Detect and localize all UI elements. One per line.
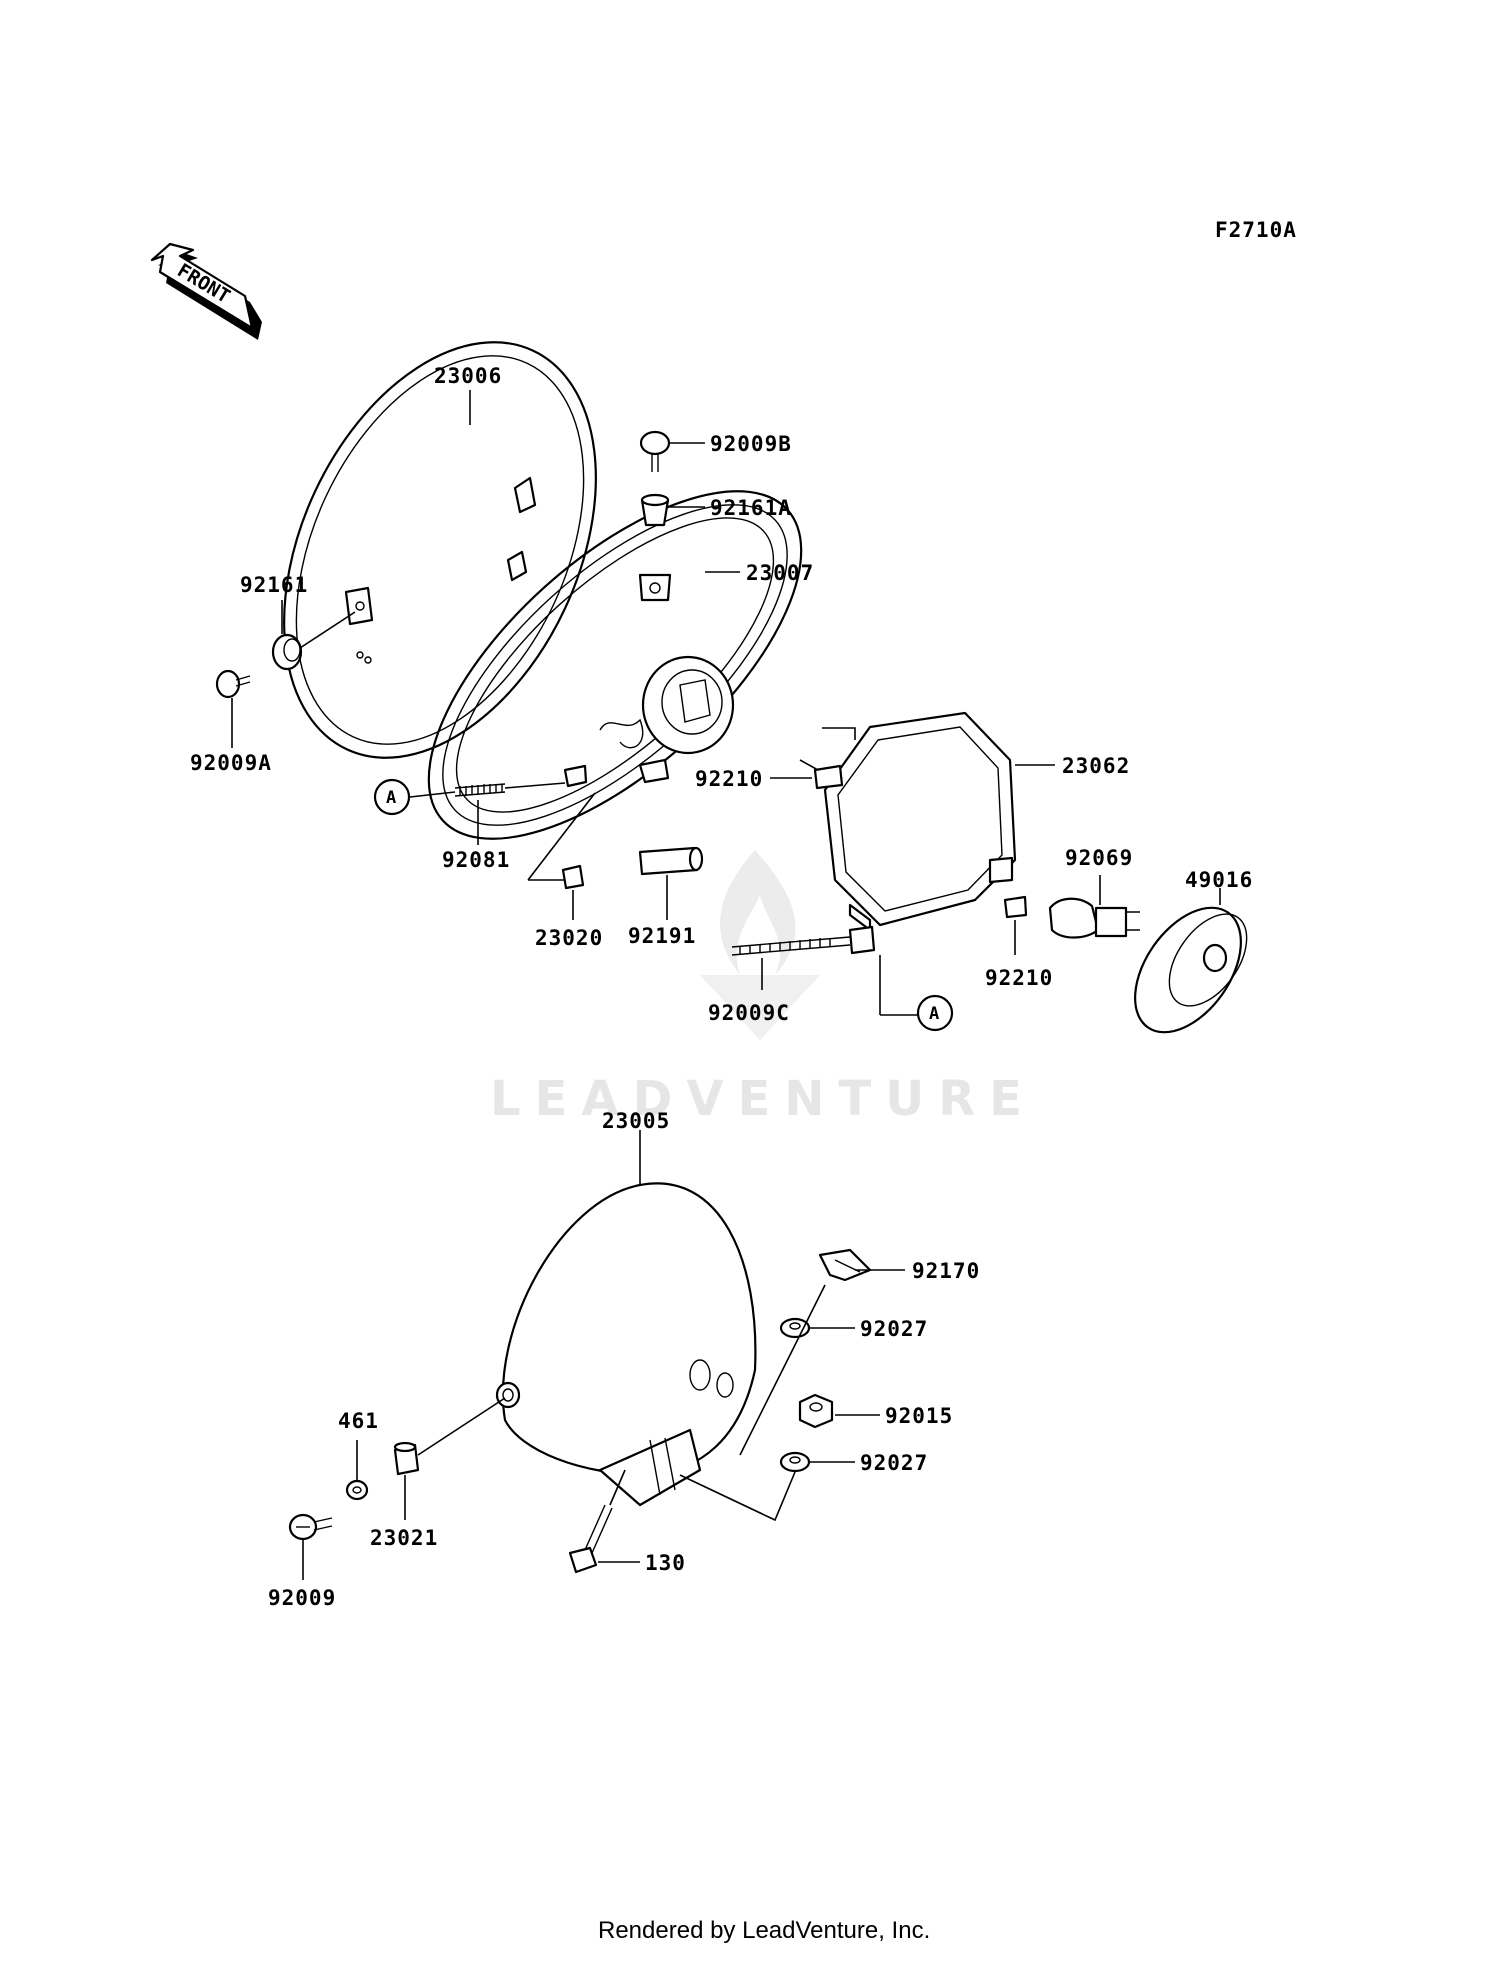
part-label-23006: 23006 xyxy=(434,364,502,388)
adjust-screw-92081 xyxy=(454,783,506,797)
screw-92009a xyxy=(215,669,251,699)
part-label-92161a: 92161A xyxy=(710,496,792,520)
part-label-92069: 92069 xyxy=(1065,846,1133,870)
part-label-92027-lower: 92027 xyxy=(860,1451,928,1475)
part-label-92015: 92015 xyxy=(885,1404,953,1428)
part-label-23007: 23007 xyxy=(746,561,814,585)
headlight-unit xyxy=(427,490,803,840)
part-label-92009c: 92009C xyxy=(708,1001,790,1025)
washer-92027-upper xyxy=(779,1317,811,1339)
marker-a-left-label: A xyxy=(386,788,396,808)
part-label-23021: 23021 xyxy=(370,1526,438,1550)
headlight-bracket xyxy=(823,711,1017,932)
part-label-92210-upper: 92210 xyxy=(695,767,763,791)
marker-a-right-label: A xyxy=(929,1004,939,1024)
bracket-clip-92170 xyxy=(818,1248,872,1282)
part-label-461: 461 xyxy=(338,1409,379,1433)
bolt-130 xyxy=(568,1504,613,1574)
grommet-92161 xyxy=(271,633,303,671)
part-label-49016: 49016 xyxy=(1185,868,1253,892)
footer-credit: Rendered by LeadVenture, Inc. xyxy=(598,1917,930,1944)
watermark: LEADVENTURE xyxy=(490,850,1036,1127)
washer-92027-lower xyxy=(779,1451,811,1473)
collar-92191 xyxy=(638,846,704,876)
bulb-cover-49016 xyxy=(1134,906,1248,1034)
part-label-92009a: 92009A xyxy=(190,751,272,775)
marker-a-left: A xyxy=(373,778,411,816)
part-label-92161: 92161 xyxy=(240,573,308,597)
front-arrow-icon: FRONT xyxy=(150,242,262,340)
nut-92015 xyxy=(798,1393,834,1429)
grommet-92161a xyxy=(640,493,670,527)
clip-23020 xyxy=(561,864,585,890)
headlight-rim xyxy=(283,341,597,759)
nut-92210-lower xyxy=(1003,895,1028,919)
part-label-92210-lower: 92210 xyxy=(985,966,1053,990)
bulb-92069 xyxy=(1048,897,1140,939)
collar-461 xyxy=(345,1479,369,1501)
figure-code: F2710A xyxy=(1215,218,1297,242)
part-label-23020: 23020 xyxy=(535,926,603,950)
marker-a-right: A xyxy=(916,994,954,1032)
part-label-92191: 92191 xyxy=(628,924,696,948)
screw-92009b xyxy=(639,430,671,472)
part-label-92009: 92009 xyxy=(268,1586,336,1610)
watermark-text: LEADVENTURE xyxy=(490,1071,1036,1127)
part-label-130: 130 xyxy=(645,1551,686,1575)
part-label-92170: 92170 xyxy=(912,1259,980,1283)
screw-92009 xyxy=(288,1513,333,1541)
damper-23021 xyxy=(393,1441,420,1476)
part-label-23005: 23005 xyxy=(602,1109,670,1133)
part-label-92081: 92081 xyxy=(442,848,510,872)
screw-92009c xyxy=(731,925,876,956)
nut-92210-upper xyxy=(813,764,844,790)
part-label-23062: 23062 xyxy=(1062,754,1130,778)
headlight-housing xyxy=(495,1182,757,1507)
part-label-92027-upper: 92027 xyxy=(860,1317,928,1341)
part-label-92009b: 92009B xyxy=(710,432,792,456)
